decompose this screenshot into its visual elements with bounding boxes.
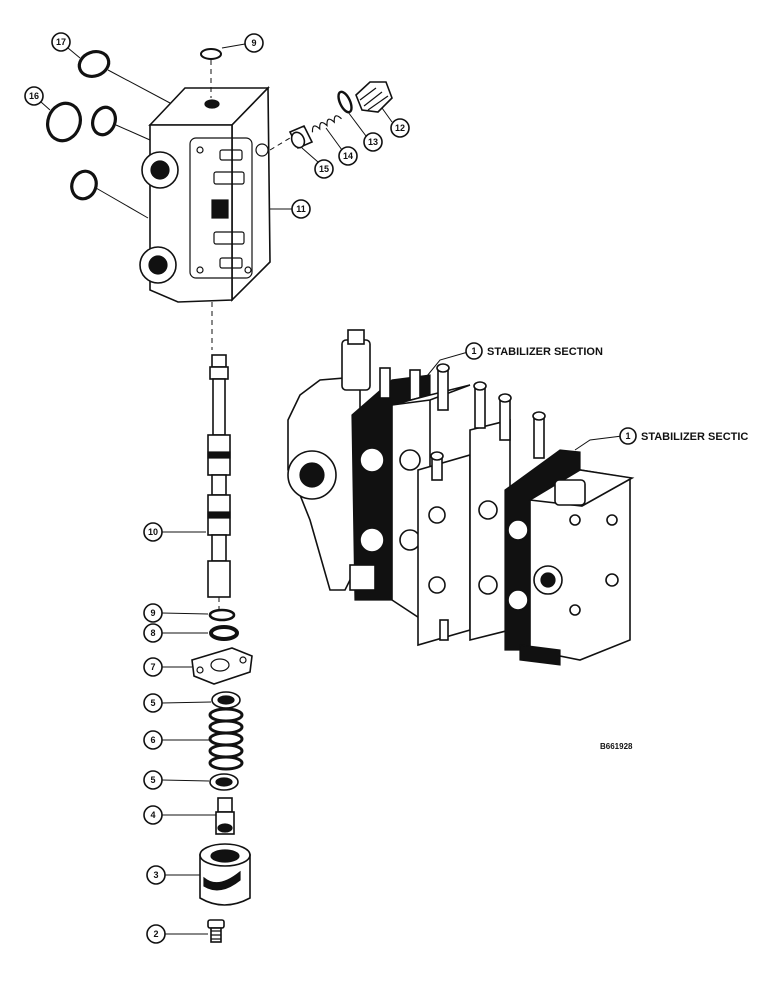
section-label-top-text: STABILIZER SECTION (487, 346, 603, 358)
o-ring-small (91, 105, 117, 137)
callout-6: 6 (143, 730, 209, 750)
callout-10: 10 (143, 522, 206, 542)
valve-housing (139, 86, 271, 303)
o-ring-9-top (200, 48, 222, 60)
o-ring-lower (70, 169, 98, 201)
o-ring-17 (77, 50, 111, 78)
stem-4 (215, 797, 235, 835)
section-label-right-text: STABILIZER SECTIC (641, 431, 748, 443)
spring-6 (208, 707, 244, 771)
stabilizer-section-label-top: 1 STABILIZER SECTION (465, 342, 603, 360)
callout-16-label: 16 (29, 91, 39, 101)
stabilizer-section-label-right: 1 STABILIZER SECTIC (619, 427, 748, 445)
callout-5-lower-label: 5 (150, 775, 155, 785)
relief-valve-parts (288, 81, 393, 150)
callout-3-label: 3 (153, 870, 158, 880)
callout-9-lower-label: 9 (150, 608, 155, 618)
washer-8 (209, 625, 239, 641)
section-label-right-number: 1 (625, 431, 630, 441)
figure-id: B661928 (600, 742, 633, 751)
callout-8: 8 (143, 623, 208, 643)
callout-12-label: 12 (395, 123, 405, 133)
callout-14: 14 (325, 127, 358, 166)
callout-9-top-label: 9 (251, 38, 256, 48)
callout-6-label: 6 (150, 735, 155, 745)
spool (207, 354, 231, 598)
callout-2: 2 (146, 924, 208, 944)
callout-7: 7 (143, 657, 192, 677)
callout-13-label: 13 (368, 137, 378, 147)
callout-4: 4 (143, 805, 216, 825)
section-label-top-number: 1 (471, 346, 476, 356)
callout-11-label: 11 (296, 204, 306, 214)
callout-2-label: 2 (153, 929, 158, 939)
callout-17-label: 17 (56, 37, 66, 47)
callout-12: 12 (381, 107, 410, 138)
callout-15: 15 (301, 147, 334, 179)
callout-4-label: 4 (150, 810, 155, 820)
callout-9-lower: 9 (143, 603, 209, 623)
callout-3: 3 (146, 865, 200, 885)
o-ring-9-lower (208, 608, 236, 622)
callout-5-upper-label: 5 (150, 698, 155, 708)
spring-retainer-upper (211, 691, 241, 709)
cap-3 (199, 843, 251, 906)
valve-bank-assembly (287, 329, 635, 666)
o-ring-16 (46, 101, 82, 143)
callout-7-label: 7 (150, 662, 155, 672)
callout-14-label: 14 (343, 151, 353, 161)
callout-16: 16 (24, 86, 51, 111)
callout-13: 13 (347, 111, 383, 152)
callout-5-upper: 5 (143, 693, 212, 713)
callout-8-label: 8 (150, 628, 155, 638)
callout-9-top: 9 (221, 33, 264, 53)
callout-11: 11 (270, 199, 311, 219)
callout-17: 17 (51, 32, 81, 59)
callout-10-label: 10 (148, 527, 158, 537)
screw-2 (207, 919, 225, 943)
callout-5-lower: 5 (143, 770, 210, 790)
spring-retainer-lower (209, 773, 239, 791)
callout-15-label: 15 (319, 164, 329, 174)
plate-7 (191, 647, 253, 685)
